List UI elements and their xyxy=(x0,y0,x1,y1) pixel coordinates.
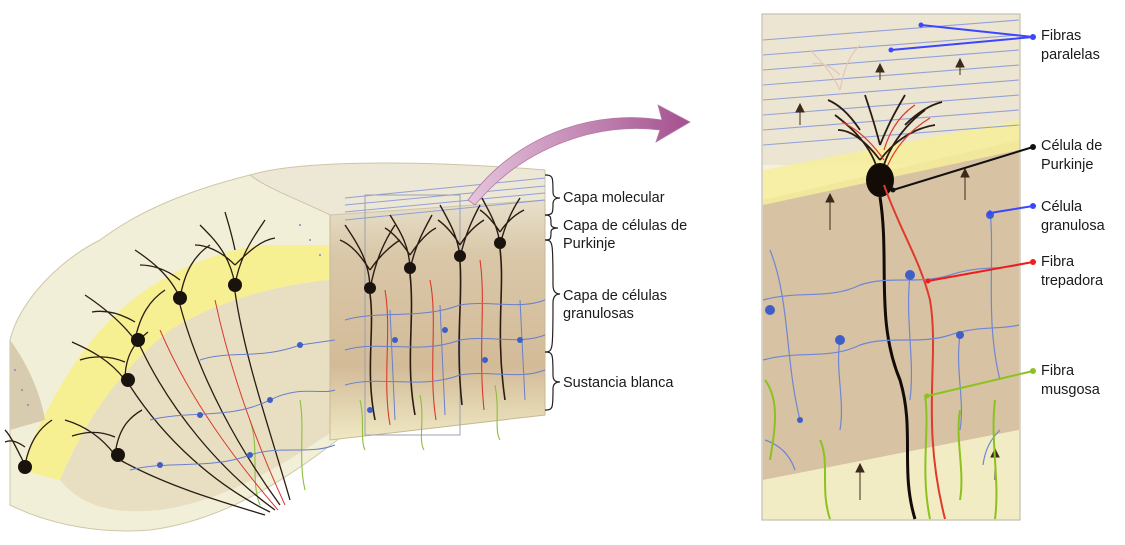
label-fibra-musgosa-2: musgosa xyxy=(1041,382,1101,398)
label-fibras-paralelas-1: Fibras xyxy=(1041,28,1081,44)
label-fibra-musgosa-1: Fibra xyxy=(1041,363,1075,379)
label-capa-granulosa-1: Capa de células xyxy=(563,288,667,304)
label-fibra-trepadora-1: Fibra xyxy=(1041,254,1075,270)
label-fibra-trepadora-2: trepadora xyxy=(1041,273,1104,289)
label-celula-purkinje-2: Purkinje xyxy=(1041,157,1093,173)
label-celula-purkinje-1: Célula de xyxy=(1041,138,1102,154)
label-fibras-paralelas-2: paralelas xyxy=(1041,47,1100,63)
label-capa-molecular: Capa molecular xyxy=(563,190,665,206)
cerebellum-folia-illustration xyxy=(5,163,545,531)
label-sustancia-blanca: Sustancia blanca xyxy=(563,375,674,391)
callout-labels: Fibras paralelas Célula de Purkinje Célu… xyxy=(1041,28,1106,398)
purkinje-soma xyxy=(866,163,894,197)
purkinje-circuit-illustration xyxy=(762,14,1020,520)
layer-labels: Capa molecular Capa de células de Purkin… xyxy=(563,190,687,391)
label-celula-granulosa-2: granulosa xyxy=(1041,218,1106,234)
layer-braces xyxy=(545,175,560,410)
label-capa-purkinje-1: Capa de células de xyxy=(563,218,687,234)
label-capa-purkinje-2: Purkinje xyxy=(563,236,615,252)
label-capa-granulosa-2: granulosas xyxy=(563,306,634,322)
label-celula-granulosa-1: Célula xyxy=(1041,199,1083,215)
